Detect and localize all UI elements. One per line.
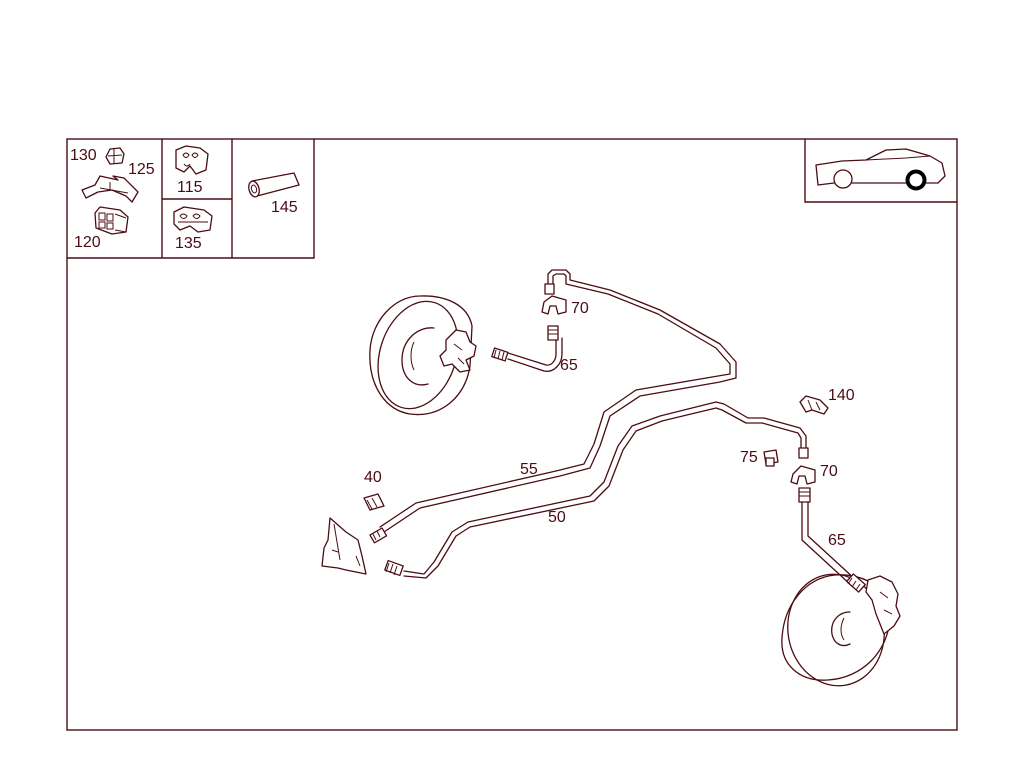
label-part-125: 125 <box>128 161 155 178</box>
car-front-wheel-icon <box>833 169 853 189</box>
part-50-brake-pipe <box>384 401 809 579</box>
part-125-bracket-icon <box>81 175 139 203</box>
lower-brake-disc-icon <box>781 573 901 687</box>
part-120-connector-block-icon <box>94 206 129 235</box>
part-65-lower-hose-icon <box>798 487 866 593</box>
part-70-upper-clip-icon <box>541 295 567 315</box>
part-135-clip-icon <box>173 206 213 233</box>
mounting-bracket-icon <box>321 517 367 575</box>
car-rear-wheel-highlight-icon <box>905 169 927 191</box>
part-130-nut-icon <box>105 147 125 165</box>
callout-part-65-lower: 65 <box>828 532 846 549</box>
callout-part-140: 140 <box>828 387 855 404</box>
inset-parts-panel <box>67 139 315 259</box>
label-part-130: 130 <box>70 147 97 164</box>
part-65-upper-hose-icon <box>491 325 563 372</box>
part-140-clip-icon <box>799 395 829 415</box>
callout-part-55: 55 <box>520 461 538 478</box>
callout-part-70-upper: 70 <box>571 300 589 317</box>
diagram-frame <box>66 138 958 731</box>
upper-brake-pipe <box>379 269 737 533</box>
lower-caliper-icon <box>865 575 901 635</box>
part-70-right-clip-icon <box>790 465 816 485</box>
car-silhouette-icon <box>815 148 946 186</box>
part-115-clip-icon <box>175 145 209 175</box>
part-55-pipe-fitting-icon <box>369 527 388 544</box>
part-145-sleeve-icon <box>248 172 300 198</box>
callout-part-65-upper: 65 <box>560 357 578 374</box>
part-75-bleeder-screw-icon <box>763 449 779 467</box>
part-40-grommet-icon <box>363 493 385 511</box>
callout-part-50: 50 <box>548 509 566 526</box>
callout-part-70-right: 70 <box>820 463 838 480</box>
callout-part-40: 40 <box>364 469 382 486</box>
label-part-145: 145 <box>271 199 298 216</box>
label-part-135: 135 <box>175 235 202 252</box>
callout-part-75: 75 <box>740 449 758 466</box>
upper-brake-disc-icon <box>369 295 477 416</box>
vehicle-locator-inset <box>804 139 957 203</box>
upper-caliper-icon <box>439 329 477 373</box>
label-part-115: 115 <box>177 179 203 196</box>
label-part-120: 120 <box>74 234 101 251</box>
